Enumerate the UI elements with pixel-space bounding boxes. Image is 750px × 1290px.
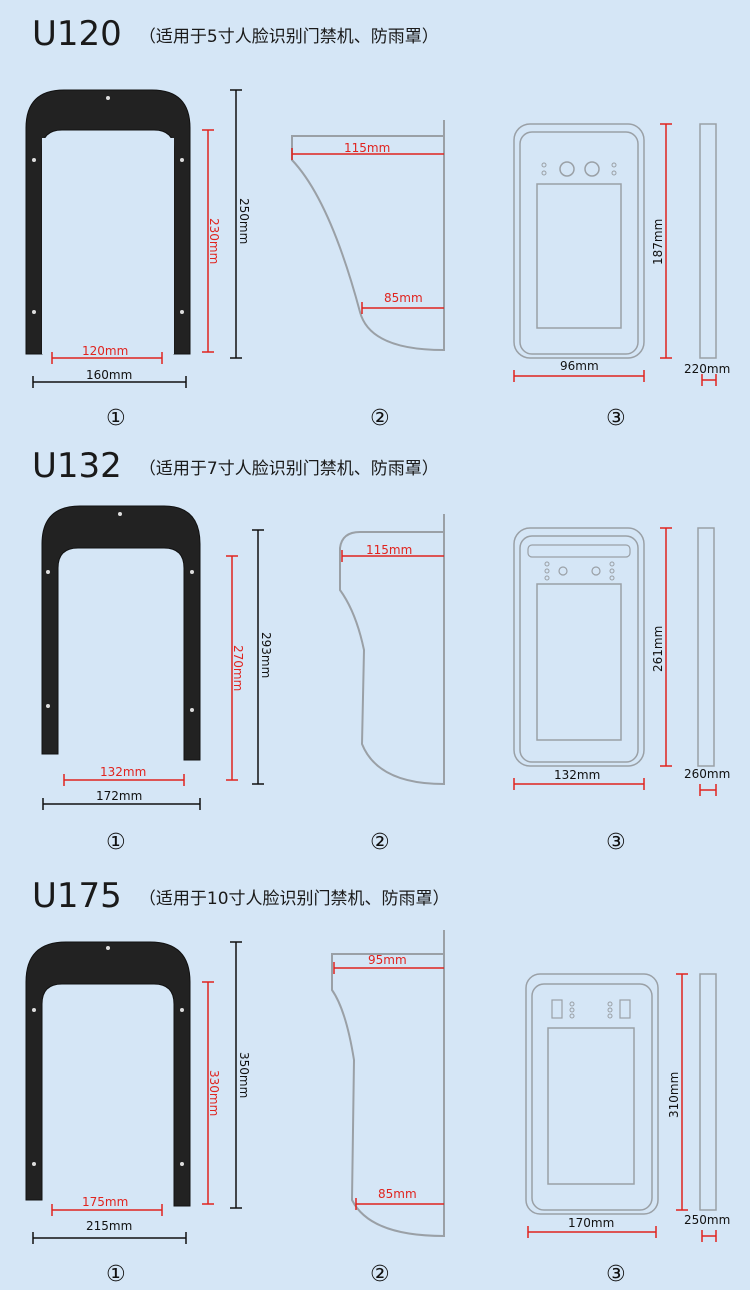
u120-outer-width-label: 160mm (86, 368, 132, 382)
u132-device-height-label: 261mm (651, 626, 665, 672)
u120-height-label: 250mm (237, 198, 251, 244)
u175-view-2-label: ② (370, 1262, 390, 1287)
u120-bottom-depth-label: 85mm (384, 291, 423, 305)
u175-view-3-label: ③ (606, 1262, 626, 1287)
model-subtitle: （适用于10寸人脸识别门禁机、防雨罩） (138, 888, 450, 909)
u175-outer-width-label: 215mm (86, 1219, 132, 1233)
u132-inner-height-label: 270mm (231, 645, 245, 691)
u120-view-1-label: ① (106, 406, 126, 431)
model-subtitle: （适用于7寸人脸识别门禁机、防雨罩） (138, 458, 439, 479)
u132-device-depth-label: 260mm (684, 767, 730, 781)
u120-cover-front (25, 89, 191, 355)
u120-device-depth-label: 220mm (684, 362, 730, 376)
u120-inner-height-label: 230mm (207, 218, 221, 264)
u120-device-front (513, 123, 645, 359)
section-title-u132: U132 （适用于7寸人脸识别门禁机、防雨罩） (32, 446, 439, 486)
model-name: U120 (32, 14, 122, 54)
u132-height-label: 293mm (259, 632, 273, 678)
section-title-u120: U120 （适用于5寸人脸识别门禁机、防雨罩） (32, 14, 439, 54)
u175-cover-front (25, 941, 191, 1207)
u175-view-1-label: ① (106, 1262, 126, 1287)
u175-height-label: 350mm (237, 1052, 251, 1098)
u132-top-depth-label: 115mm (366, 543, 412, 557)
u175-device-width-label: 170mm (568, 1216, 614, 1230)
u175-bottom-depth-label: 85mm (378, 1187, 417, 1201)
u120-inner-width-label: 120mm (82, 344, 128, 358)
u175-inner-width-label: 175mm (82, 1195, 128, 1209)
u175-device-side (699, 973, 717, 1211)
u120-view-3-label: ③ (606, 406, 626, 431)
u132-device-side (697, 527, 715, 767)
u132-view-2-label: ② (370, 830, 390, 855)
u175-device-height-label: 310mm (667, 1072, 681, 1118)
u120-cover-side (291, 120, 445, 352)
model-subtitle: （适用于5寸人脸识别门禁机、防雨罩） (138, 26, 439, 47)
u132-device-width-label: 132mm (554, 768, 600, 782)
section-title-u175: U175 （适用于10寸人脸识别门禁机、防雨罩） (32, 876, 450, 916)
u120-device-height-label: 187mm (651, 219, 665, 265)
model-name: U132 (32, 446, 122, 486)
u175-top-depth-label: 95mm (368, 953, 407, 967)
u132-view-3-label: ③ (606, 830, 626, 855)
u175-device-depth-label: 250mm (684, 1213, 730, 1227)
model-name: U175 (32, 876, 122, 916)
u120-device-width-label: 96mm (560, 359, 599, 373)
u132-outer-width-label: 172mm (96, 789, 142, 803)
u132-view-1-label: ① (106, 830, 126, 855)
u120-top-depth-label: 115mm (344, 141, 390, 155)
u175-inner-height-label: 330mm (207, 1070, 221, 1116)
u132-device-front (513, 527, 645, 767)
u175-cover-side (331, 930, 445, 1238)
u132-inner-width-label: 132mm (100, 765, 146, 779)
u132-cover-side (339, 514, 445, 786)
u132-cover-front (41, 505, 201, 761)
u175-device-front (525, 973, 659, 1215)
u120-view-2-label: ② (370, 406, 390, 431)
u120-device-side (699, 123, 717, 359)
